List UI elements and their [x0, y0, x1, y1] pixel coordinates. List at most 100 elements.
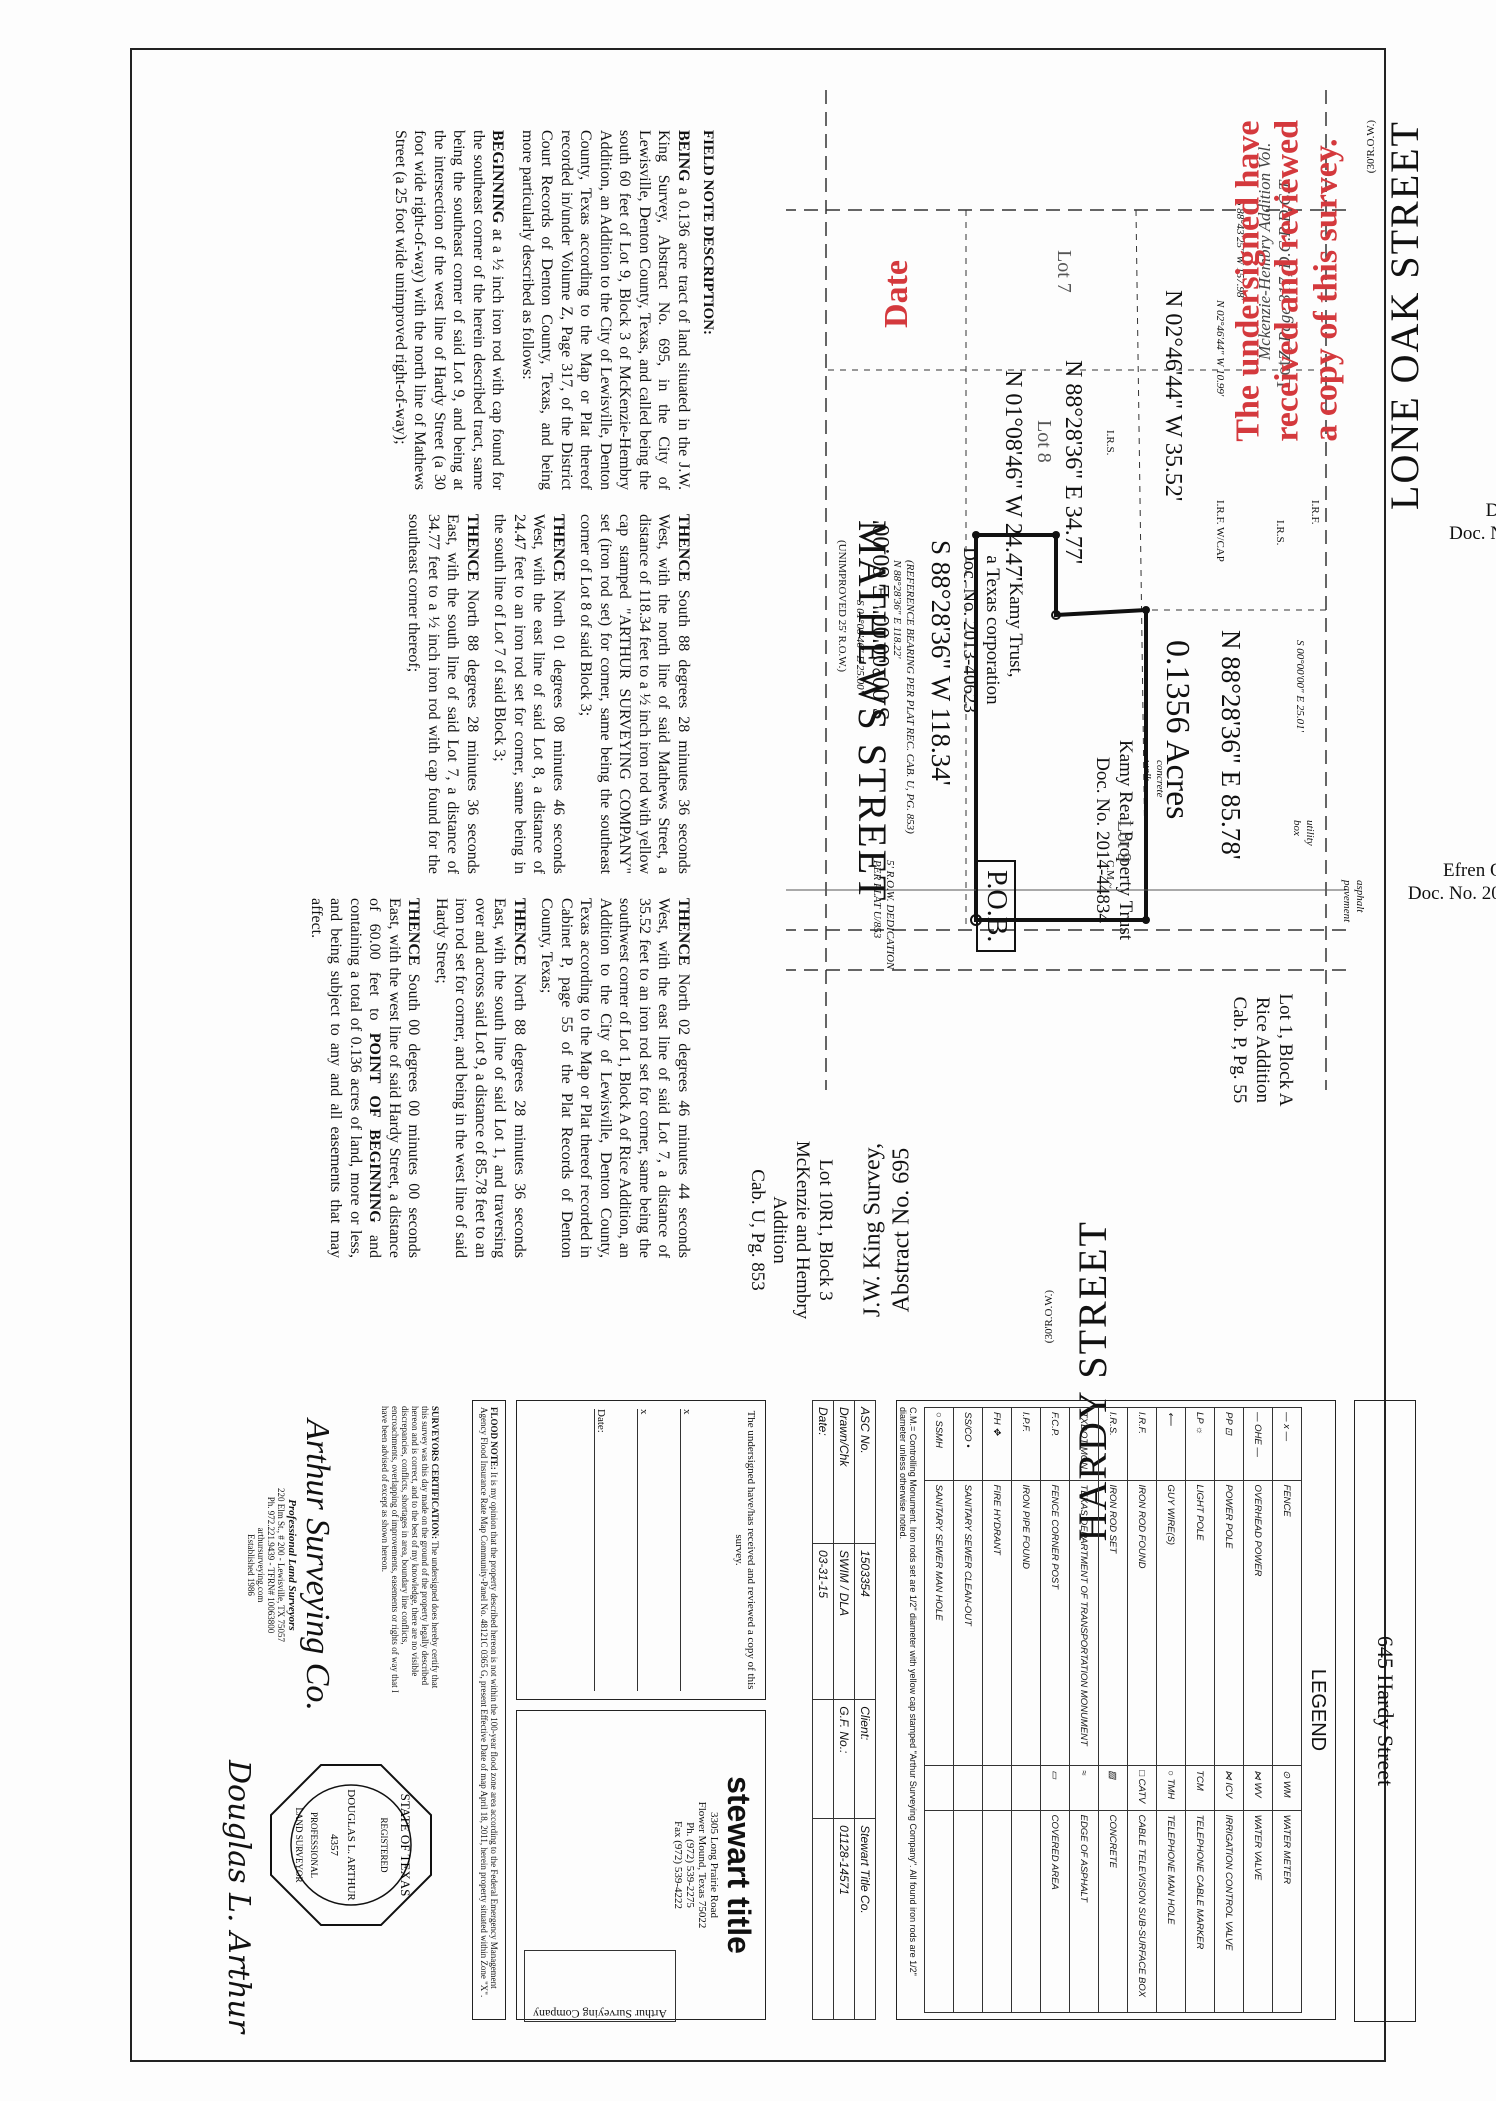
legend-symbol: SS/CO • — [953, 1407, 983, 1481]
thence1-lead: THENCE — [675, 514, 692, 582]
client-value: Stewart Title Co. — [854, 1818, 876, 2020]
receipt-sign-2[interactable]: x — [637, 1409, 650, 1691]
legend-label: TELEPHONE MAN HOLE — [1156, 1810, 1186, 2013]
legend-label: LIGHT POLE — [1185, 1480, 1215, 1766]
legend-symbol: I.R.S. — [1098, 1407, 1128, 1481]
lot10-line1: Lot 10R1, Block 3 — [815, 1159, 836, 1301]
seal-state: STATE OF TEXAS — [398, 1794, 413, 1897]
field-notes-title: FIELD NOTE DESCRIPTION: — [700, 130, 716, 336]
legend-label — [1011, 1810, 1041, 2013]
west-line-bearing-text: N 02°46'44" W — [1160, 290, 1186, 437]
lone-oak-street-label: LONE OAK STREET — [1382, 120, 1427, 510]
legend-title: LEGEND — [1307, 1668, 1329, 1752]
small-n02-bearing: N 02°46'44" W 10.99' — [1213, 300, 1226, 396]
owner-hogea-doc: Doc. No. 2012-115011 — [1449, 522, 1496, 544]
company-block: Arthur Surveying Co. Professional Land S… — [246, 1400, 336, 1730]
legend-symbol: □ CATV — [1127, 1765, 1157, 1811]
para-beginning: BEGINNING at a ½ inch iron rod with cap … — [390, 130, 507, 490]
south-line-bearing: S 88°28'36" W 118.34' — [925, 540, 956, 786]
south-line-bearing-text: S 88°28'36" W — [926, 540, 956, 701]
lot10-line3: Cab. U, Pg. 853 — [746, 1169, 768, 1291]
north-line-bearing: N 88°28'36" E 85.78' — [1215, 630, 1246, 860]
legend-symbol: FH ✥ — [982, 1407, 1012, 1481]
company-logo-line1: Arthur Surveying — [582, 2007, 667, 2021]
receipt-date[interactable]: Date: — [594, 1409, 607, 1691]
utility-box-line1: utility — [1304, 820, 1316, 846]
legend-label — [924, 1810, 954, 2013]
south-line-dist: 118.34' — [926, 707, 956, 786]
legend-label — [982, 1810, 1012, 2013]
stamp-line2: received and reviewed — [1268, 120, 1306, 442]
small-n02-text: N 02°46'44" W — [1214, 300, 1226, 367]
flood-note-text: It is my opinion that the property descr… — [479, 1407, 499, 1998]
field-notes-col3: THENCE North 02 degrees 46 minutes 44 se… — [306, 898, 693, 1258]
address-header: 645 Hardy Street — [1354, 1400, 1416, 2022]
receipt-sign-1[interactable]: x — [680, 1409, 693, 1691]
receipt-text: The undersigned have/has received and re… — [733, 1410, 757, 1690]
monument-irs-nw — [1142, 606, 1150, 614]
legend-row: FH ✥FIRE HYDRANT — [982, 1407, 1012, 2013]
legend-symbol: — OHE — — [1243, 1407, 1273, 1481]
legend-row: SS/CO •SANITARY SEWER CLEAN-OUT — [953, 1407, 983, 2013]
mathews-row-label: (UNIMPROVED 25' R.O.W.) — [836, 540, 848, 673]
concrete-walk-label: concrete walk — [1140, 760, 1166, 797]
legend-symbol: ▭ — [1040, 1765, 1070, 1811]
sw-line-bearing: N 01°08'46" W 24.47' — [999, 370, 1026, 581]
legend-label: TEXAS DEPARTMENT OF TRANSPORTATION MONUM… — [1069, 1480, 1099, 1766]
owner-hogea-name: David Hogea — [1376, 500, 1496, 523]
lot-label-b: Lot 8 — [1033, 420, 1055, 463]
legend-label: SANITARY SEWER MAN HOLE — [924, 1480, 954, 1766]
asphalt-line2: pavement — [1340, 880, 1353, 923]
legend-symbol: — x — — [1272, 1407, 1302, 1481]
info-table: ASC No. 1503354 Client: Stewart Title Co… — [812, 1400, 876, 2020]
para-thence3: THENCE North 88 degrees 28 minutes 36 se… — [404, 514, 482, 874]
legend-label: OVERHEAD POWER — [1243, 1480, 1273, 1766]
lot1-label: Lot 1, Block A Rice Addition Cab. P, Pg.… — [1228, 940, 1296, 1160]
company-tagline: Professional Land Surveyors — [286, 1499, 298, 1631]
asphalt-label: asphalt pavement — [1340, 880, 1366, 922]
legend-symbol: ⊙ WM — [1272, 1765, 1302, 1811]
legend-symbol: LP ☼ — [1185, 1407, 1215, 1481]
owner-hogea: David Hogea Doc. No. 2012-115011 — [1376, 500, 1496, 546]
concrete-walk-line1: concrete — [1154, 760, 1166, 798]
legend-symbol: PP ⊡ — [1214, 1407, 1244, 1481]
legend-symbol: ○ SSMH — [924, 1407, 954, 1481]
hardy-row-label: (30'R.O.W.) — [1042, 1290, 1055, 1344]
lot1-line1: Lot 1, Block A — [1275, 993, 1296, 1107]
utility-box-label: utility box — [1290, 820, 1316, 846]
legend-symbol: TCM — [1185, 1765, 1215, 1811]
being-text: a 0.136 acre tract of land situated in t… — [518, 130, 692, 490]
beginning-lead: BEGINNING — [489, 130, 507, 224]
seal-title1: PROFESSIONAL — [309, 1812, 319, 1878]
pob-label: P.O.B. — [976, 860, 1016, 953]
legend-symbol — [1011, 1765, 1041, 1811]
sw-line-dist: 24.47' — [1000, 522, 1026, 582]
small-s0-bearing: S 00°00'00" E 25.01' — [1293, 640, 1306, 732]
lot1-line2: Rice Addition — [1252, 996, 1274, 1104]
legend-row: F.C.P.FENCE CORNER POST▭COVERED AREA — [1040, 1407, 1070, 2013]
west-line-dist: 35.52' — [1160, 442, 1186, 502]
drawn-value: SWIM / DLA — [833, 1543, 855, 1700]
legend-label: CABLE TELEVISION SUB-SURFACE BOX — [1127, 1810, 1157, 2013]
client-label: Client: — [854, 1699, 876, 1819]
reference-line1: (REFERENCE BEARING PER PLAT REC. CAB. U,… — [904, 560, 916, 834]
irf-cap-label: I.R.F. W/CAP — [1214, 500, 1226, 562]
legend-symbol: TXDOT MON. — [1069, 1407, 1099, 1481]
stewart-addr1: 3305 Long Prairie Road — [708, 1811, 720, 1918]
lot-label-c: Lot 9 — [1113, 820, 1135, 863]
field-notes-section: FIELD NOTE DESCRIPTION: BEING a 0.136 ac… — [156, 130, 716, 1280]
flood-note: FLOOD NOTE: It is my opinion that the pr… — [472, 1400, 506, 2020]
legend-row: TXDOT MON.TEXAS DEPARTMENT OF TRANSPORTA… — [1069, 1407, 1099, 2013]
seal-title2: LAND SURVEYOR — [294, 1807, 304, 1882]
cm-label: C.M.~ — [1104, 860, 1116, 889]
para-thence4: THENCE North 02 degrees 46 minutes 44 se… — [537, 898, 693, 1258]
legend-row: I.R.S.IRON ROD SET▨CONCRETE — [1098, 1407, 1128, 2013]
company-est: Established 1986 — [246, 1534, 256, 1596]
thence4-lead: THENCE — [675, 898, 692, 966]
irs-label-2: I.R.S. — [1104, 430, 1116, 456]
legend-symbol — [924, 1765, 954, 1811]
